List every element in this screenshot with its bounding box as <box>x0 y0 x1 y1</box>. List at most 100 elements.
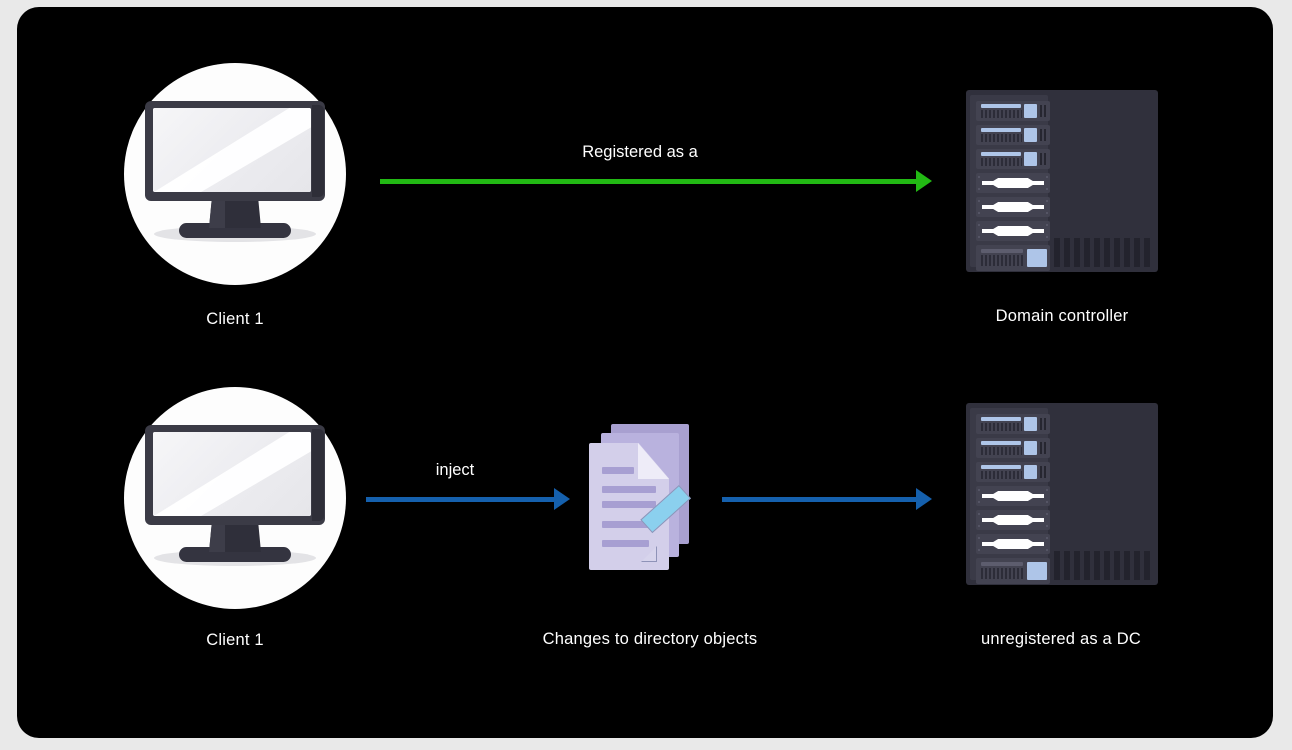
document-text-line <box>602 486 656 493</box>
drive-screw <box>978 525 980 527</box>
document-text-line <box>602 467 634 474</box>
drive-capsule <box>982 539 1044 549</box>
server-blade-slot <box>976 149 1050 169</box>
client-1-top-label: Client 1 <box>206 310 264 328</box>
blade-vent-ticks <box>981 110 1022 118</box>
drive-capsule <box>982 178 1044 188</box>
unregistered-dc-icon <box>966 403 1158 585</box>
server-rack-top-nub <box>992 405 1026 409</box>
control-panel-ticks <box>981 255 1023 266</box>
drive-screw <box>978 513 980 515</box>
changes-arrow-line <box>722 497 920 502</box>
server-control-panel-slot <box>976 558 1050 584</box>
monitor-bezel-side <box>312 429 324 521</box>
server-control-panel-slot <box>976 245 1050 271</box>
drive-capsule <box>982 515 1044 525</box>
drive-screw <box>1046 200 1048 202</box>
server-drive-slot <box>976 510 1050 530</box>
blade-dark-bars <box>1040 442 1048 454</box>
blade-indicator-bar <box>981 152 1021 156</box>
inject-arrow-head <box>554 488 570 510</box>
drive-screw <box>1046 188 1048 190</box>
server-blade-slot <box>976 125 1050 145</box>
drive-screw <box>1046 525 1048 527</box>
blade-status-panel <box>1024 104 1037 118</box>
blade-vent-ticks <box>981 447 1022 455</box>
drive-screw <box>978 224 980 226</box>
server-rack-slot-column <box>970 95 1050 271</box>
blade-dark-bars <box>1040 418 1048 430</box>
control-panel-display <box>1027 562 1047 580</box>
drive-screw <box>1046 549 1048 551</box>
monitor-screen <box>153 108 311 192</box>
drive-screw <box>978 176 980 178</box>
drive-screw <box>978 501 980 503</box>
server-drive-slot <box>976 486 1050 506</box>
blade-status-panel <box>1024 128 1037 142</box>
drive-screw <box>978 188 980 190</box>
drive-screw <box>978 200 980 202</box>
blade-vent-ticks <box>981 134 1022 142</box>
server-drive-slot <box>976 197 1050 217</box>
control-panel-bar <box>981 562 1023 566</box>
directory-objects-label: Changes to directory objects <box>542 630 758 648</box>
monitor-bezel-side <box>312 105 324 197</box>
blade-dark-bars <box>1040 466 1048 478</box>
monitor-neck-highlight <box>209 519 225 552</box>
monitor-base <box>179 547 291 562</box>
blade-vent-ticks <box>981 158 1022 166</box>
drive-screw <box>1046 236 1048 238</box>
blade-vent-ticks <box>981 471 1022 479</box>
document-text-line <box>602 540 649 547</box>
pencil-tip <box>641 546 657 562</box>
drive-screw <box>1046 537 1048 539</box>
domain-controller-label: Domain controller <box>995 307 1129 325</box>
drive-screw <box>978 212 980 214</box>
control-panel-ticks <box>981 568 1023 579</box>
blade-status-panel <box>1024 441 1037 455</box>
blade-vent-ticks <box>981 423 1022 431</box>
server-rack-top-nub <box>992 92 1026 96</box>
server-blade-slot <box>976 438 1050 458</box>
inject-arrow-line <box>366 497 558 502</box>
directory-objects-icon <box>589 424 701 570</box>
document-text-line <box>602 521 656 528</box>
pencil-icon <box>640 484 693 562</box>
domain-controller-icon <box>966 90 1158 272</box>
blade-indicator-bar <box>981 417 1021 421</box>
blade-indicator-bar <box>981 128 1021 132</box>
drive-capsule <box>982 491 1044 501</box>
blade-indicator-bar <box>981 104 1021 108</box>
client-1-bottom-label: Client 1 <box>206 631 264 649</box>
server-drive-slot <box>976 534 1050 554</box>
drive-screw <box>1046 513 1048 515</box>
monitor-neck-highlight <box>209 195 225 228</box>
drive-screw <box>1046 224 1048 226</box>
drive-screw <box>978 537 980 539</box>
blade-status-panel <box>1024 417 1037 431</box>
drive-capsule <box>982 226 1044 236</box>
registered-arrow-line <box>380 179 920 184</box>
registered-arrow-head <box>916 170 932 192</box>
client-1-top-icon <box>124 63 346 285</box>
server-blade-slot <box>976 101 1050 121</box>
server-drive-slot <box>976 221 1050 241</box>
blade-status-panel <box>1024 465 1037 479</box>
server-blade-slot <box>976 462 1050 482</box>
blade-dark-bars <box>1040 153 1048 165</box>
changes-arrow-head <box>916 488 932 510</box>
blade-status-panel <box>1024 152 1037 166</box>
server-rack-vents <box>1054 551 1150 580</box>
monitor-screen <box>153 432 311 516</box>
drive-capsule <box>982 202 1044 212</box>
document-text-line <box>602 501 656 508</box>
registered-arrow-label: Registered as a <box>582 143 698 161</box>
client-1-bottom-icon <box>124 387 346 609</box>
control-panel-display <box>1027 249 1047 267</box>
blade-dark-bars <box>1040 129 1048 141</box>
inject-arrow-label: inject <box>435 461 475 479</box>
control-panel-bar <box>981 249 1023 253</box>
monitor-base <box>179 223 291 238</box>
drive-screw <box>1046 501 1048 503</box>
